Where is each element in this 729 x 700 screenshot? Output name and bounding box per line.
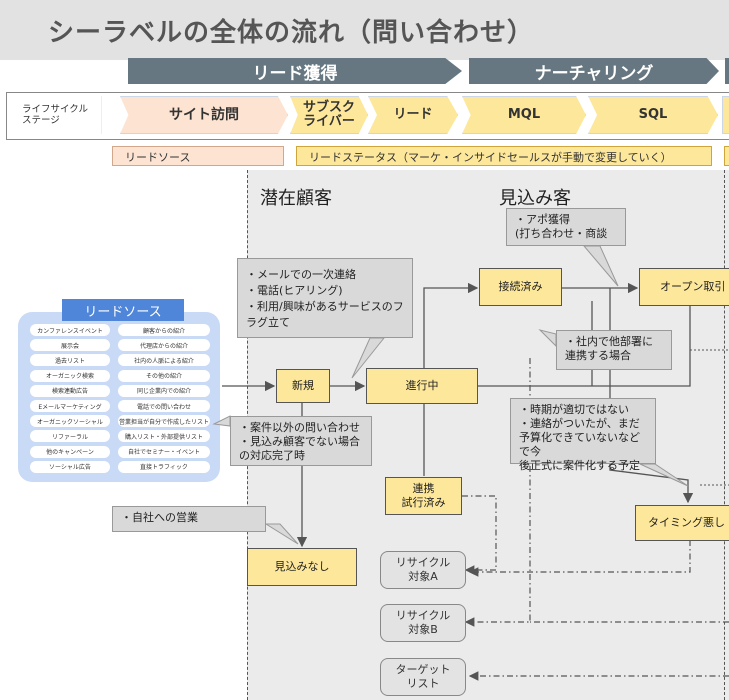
lead-source-bar: リードソース (112, 146, 284, 166)
zone-label-prospect: 見込み客 (499, 188, 571, 209)
arrow-progress-to-connected (423, 282, 479, 368)
page-title: シーラベルの全体の流れ（問い合わせ） (48, 18, 535, 48)
lead-source-item: その他の紹介 (118, 369, 210, 382)
lead-status-bar-continued (724, 146, 729, 166)
lead-source-item: 自社でセミナー・イベント (118, 445, 210, 458)
node-collab-tried: 連携 試行済み (385, 477, 462, 515)
lead-source-item: Eメールマーケティング (30, 400, 110, 412)
lead-source-item: 代理店からの紹介 (118, 339, 210, 352)
node-recycle-b: リサイクル 対象B (380, 604, 466, 642)
dash-to-recycle-b (464, 358, 531, 627)
arrow-to-bad-timing (609, 288, 694, 504)
lead-source-item: 過去リスト (30, 354, 110, 367)
lead-source-item: 他のキャンペーン (30, 445, 110, 458)
node-bad-timing: タイミング悪し (635, 505, 729, 541)
node-target-list: ターゲット リスト (380, 658, 466, 696)
stage-site-visit: サイト訪問 (120, 96, 288, 134)
lead-source-item: 社内の人脈による紹介 (118, 354, 210, 367)
callout-non-deal: ・案件以外の問い合わせ ・見込み顧客でない場合 の対応完了時 (230, 416, 372, 466)
zone-label-potential: 潜在顧客 (260, 188, 332, 209)
line-progress-to-open (478, 305, 691, 387)
lead-status-bar: リードステータス（マーケ・インサイドセールスが手動で変更していく） (296, 146, 712, 166)
node-connected: 接続済み (479, 268, 562, 306)
callout-appointment: ・アポ獲得 (打ち合わせ・商談 (506, 208, 626, 246)
stage-lead: リード (368, 96, 458, 134)
stage-next (722, 96, 729, 134)
lead-source-item: オーガニック検索 (30, 369, 110, 382)
node-recycle-a: リサイクル 対象A (380, 551, 466, 589)
lead-source-item: 同じ企業内での紹介 (118, 384, 210, 397)
dash-collab-to-recycle-a (462, 495, 497, 575)
lead-source-item: 購入リスト・外部提供リスト (118, 430, 210, 443)
callout-internal: ・社内で他部署に 連携する場合 (556, 330, 672, 370)
zone-divider (724, 170, 725, 700)
lead-source-item: 顧客からの紹介 (118, 324, 210, 336)
node-open-deal: オープン取引 (639, 268, 729, 306)
lead-source-item: 電話での問い合わせ (118, 400, 210, 412)
dash-timing-to-recycle-a (468, 540, 691, 577)
lifecycle-label: ライフサイクル ステージ (14, 96, 102, 134)
lead-source-item: 展示会 (30, 339, 110, 352)
callout-timing: ・時期が適切ではない ・連絡がついたが、まだ 予算化できていないなどで今 後正式… (510, 398, 656, 472)
lead-source-panel-title: リードソース (62, 299, 184, 321)
title-bar (0, 0, 729, 60)
lead-source-item: オーガニックソーシャル (30, 415, 110, 428)
lead-source-item: 営業担当が自分で作成したリスト (118, 415, 210, 428)
node-in-progress: 進行中 (366, 368, 478, 404)
stage-sql: SQL (588, 96, 718, 134)
lead-source-item: リファーラル (30, 430, 110, 443)
node-not-prospect: 見込みなし (247, 548, 357, 586)
callout-sales: ・自社への営業 (112, 506, 266, 532)
node-new: 新規 (276, 369, 330, 403)
stage-subscriber: サブスク ライバー (290, 96, 368, 134)
lead-source-item: 直接トラフィック (118, 460, 210, 473)
phase-nurturing: ナーチャリング (469, 58, 719, 84)
lead-source-item: カンファレンスイベント (30, 324, 110, 336)
lead-source-item: 検索連動広告 (30, 384, 110, 397)
stage-mql: MQL (462, 96, 586, 134)
callout-first-contact: ・メールでの一次連絡 ・電話(ヒアリング) ・利用/興味があるサービスのフ ラグ… (237, 258, 413, 338)
phase-lead-acquisition: リード獲得 (128, 58, 462, 84)
phase-next (725, 58, 729, 84)
lead-source-item: ソーシャル広告 (30, 460, 110, 473)
